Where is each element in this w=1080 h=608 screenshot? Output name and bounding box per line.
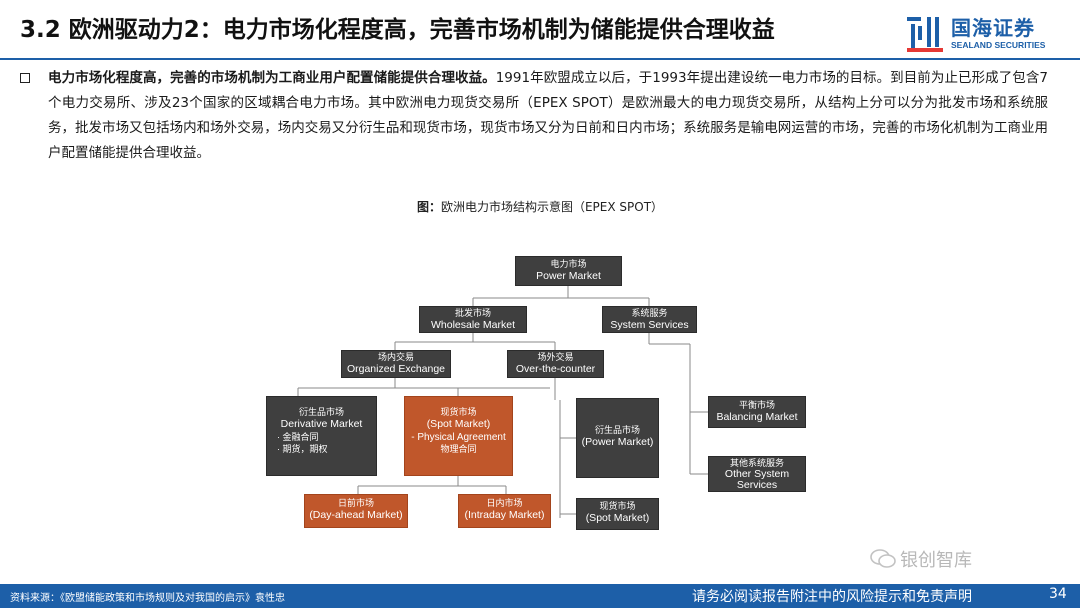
node-derivative-en: Derivative Market — [280, 418, 363, 430]
wechat-watermark-icon — [870, 549, 896, 568]
logo-text-en: SEALAND SECURITIES — [951, 40, 1046, 50]
node-derivative-cn: 衍生品市场 — [298, 407, 344, 417]
node-other-en: Other System — [724, 468, 790, 480]
node-otc-spot-cn: 现货市场 — [599, 501, 636, 511]
node-derivative-sub2: · 期货，期权 — [277, 444, 328, 454]
figure-caption-label: 图： — [416, 200, 441, 214]
node-otc-power-cn: 衍生品市场 — [594, 425, 640, 435]
footer-bar: 资料来源：《欧盟储能政策和市场规则及对我国的启示》袁性忠 请务必阅读报告附注中的… — [0, 584, 1080, 608]
header-divider — [0, 58, 1080, 60]
node-power-market: 电力市场 Power Market — [515, 256, 622, 286]
node-power-market-cn: 电力市场 — [550, 259, 587, 269]
node-power-market-en: Power Market — [536, 270, 601, 282]
body-text: 1991年欧盟成立以后，于1993年提出建设统一电力市场的目标。到目前为止已形成… — [48, 70, 1048, 161]
node-otc-en: Over-the-counter — [515, 363, 596, 375]
node-otc-power-en: (Power Market) — [581, 436, 654, 448]
figure-caption-text: 欧洲电力市场结构示意图（EPEX SPOT） — [440, 200, 664, 214]
node-balancing-en: Balancing Market — [716, 411, 798, 423]
sealand-logo-icon — [907, 17, 943, 52]
node-otc-spot-market: 现货市场 (Spot Market) — [576, 498, 659, 530]
node-otc-cn: 场外交易 — [537, 352, 574, 362]
page-number: 34 — [1049, 586, 1067, 602]
node-system-services: 系统服务 System Services — [602, 306, 697, 333]
node-derivative-sub1: · 金融合同 — [277, 432, 319, 442]
node-intraday-market: 日内市场 (Intraday Market) — [458, 494, 551, 528]
node-other-cn: 其他系统服务 — [729, 458, 784, 468]
node-spot-sub2: 物理合同 — [440, 444, 477, 454]
page-title: 3.2 欧洲驱动力2：电力市场化程度高，完善市场机制为储能提供合理收益 — [20, 17, 775, 43]
node-spot-sub1: - Physical Agreement — [411, 432, 506, 443]
logo-text-cn: 国海证券 — [951, 16, 1035, 40]
node-organized-cn: 场内交易 — [377, 352, 414, 362]
node-other-en2: Services — [736, 479, 778, 491]
node-system-services-cn: 系统服务 — [631, 308, 668, 318]
node-otc-power-market: 衍生品市场 (Power Market) — [576, 398, 659, 478]
node-intraday-en: (Intraday Market) — [464, 509, 545, 521]
company-logo: 国海证券 SEALAND SECURITIES — [905, 12, 1075, 56]
bullet-square-icon — [20, 73, 30, 83]
node-spot-market: 现货市场 (Spot Market) - Physical Agreement … — [404, 396, 513, 476]
node-dayahead-en: (Day-ahead Market) — [309, 509, 403, 521]
node-intraday-cn: 日内市场 — [486, 498, 523, 508]
watermark-text: 银创智库 — [900, 550, 972, 571]
figure-caption: 图：欧洲电力市场结构示意图（EPEX SPOT） — [0, 198, 1080, 215]
node-day-ahead-market: 日前市场 (Day-ahead Market) — [304, 494, 408, 528]
node-wholesale-market: 批发市场 Wholesale Market — [419, 306, 527, 333]
node-balancing-cn: 平衡市场 — [738, 400, 775, 410]
node-organized-exchange: 场内交易 Organized Exchange — [341, 350, 451, 378]
node-over-the-counter: 场外交易 Over-the-counter — [507, 350, 604, 378]
node-other-system-services: 其他系统服务 Other System Services — [708, 456, 806, 492]
node-otc-spot-en: (Spot Market) — [585, 512, 650, 524]
node-dayahead-cn: 日前市场 — [337, 498, 374, 508]
node-wholesale-en: Wholesale Market — [430, 319, 516, 331]
node-spot-cn: 现货市场 — [440, 407, 477, 417]
footer-source: 资料来源：《欧盟储能政策和市场规则及对我国的启示》袁性忠 — [10, 593, 285, 604]
node-system-services-en: System Services — [610, 319, 689, 331]
body-paragraph: 电力市场化程度高，完善的市场机制为工商业用户配置储能提供合理收益。1991年欧盟… — [48, 66, 1048, 166]
body-lead: 电力市场化程度高，完善的市场机制为工商业用户配置储能提供合理收益。 — [48, 70, 496, 86]
node-spot-en: (Spot Market) — [426, 418, 491, 430]
node-organized-en: Organized Exchange — [346, 363, 446, 375]
node-wholesale-cn: 批发市场 — [454, 308, 491, 318]
node-derivative-market: 衍生品市场 Derivative Market · 金融合同 · 期货，期权 — [266, 396, 377, 476]
footer-disclaimer: 请务必阅读报告附注中的风险提示和免责声明 — [692, 589, 972, 605]
node-balancing-market: 平衡市场 Balancing Market — [708, 396, 806, 428]
